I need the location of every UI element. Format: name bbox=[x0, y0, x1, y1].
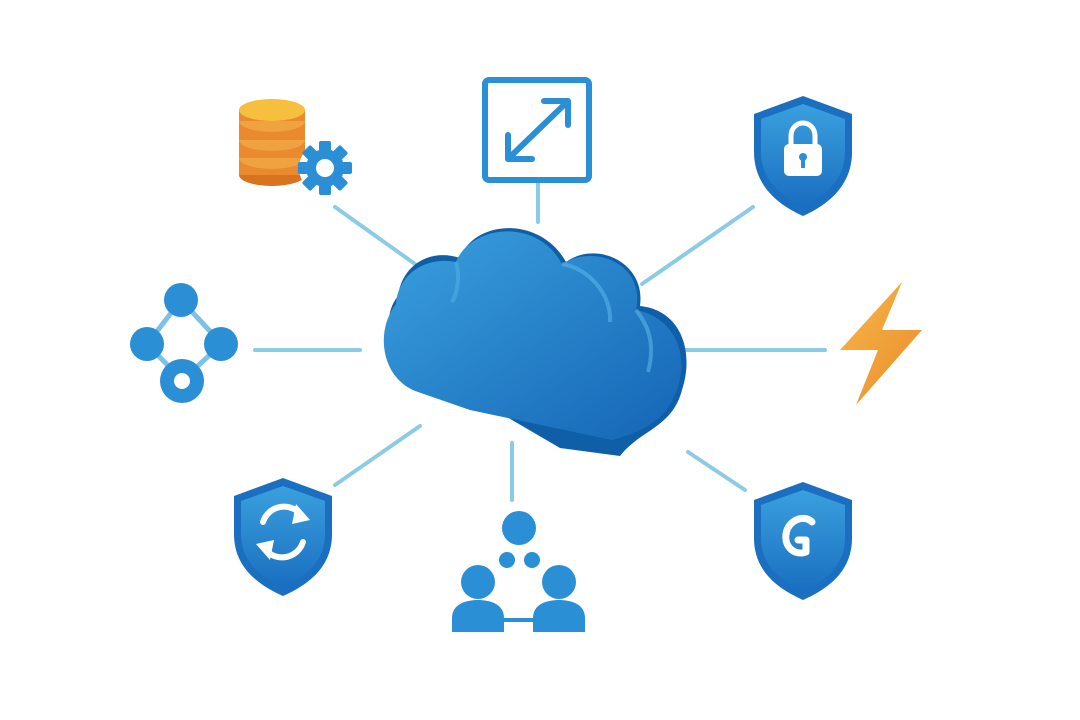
connector-bottom-left bbox=[333, 424, 422, 487]
connector-bottom-right bbox=[686, 450, 747, 492]
shield-lock-icon bbox=[754, 96, 852, 216]
sync-icon bbox=[256, 503, 310, 561]
users-collaboration-icon bbox=[452, 511, 585, 632]
connector-top-left bbox=[333, 205, 417, 266]
connector-lines bbox=[253, 181, 827, 502]
gear-icon bbox=[298, 141, 352, 195]
lightning-bolt-icon bbox=[840, 282, 922, 405]
network-nodes-icon bbox=[130, 283, 238, 403]
shield-sync-icon bbox=[234, 478, 332, 596]
shield-g-icon bbox=[754, 482, 852, 600]
scale-arrows-icon bbox=[482, 77, 592, 183]
database-gear-icon bbox=[239, 99, 352, 195]
cloud-icon bbox=[383, 228, 687, 456]
connector-top-right bbox=[640, 205, 755, 286]
